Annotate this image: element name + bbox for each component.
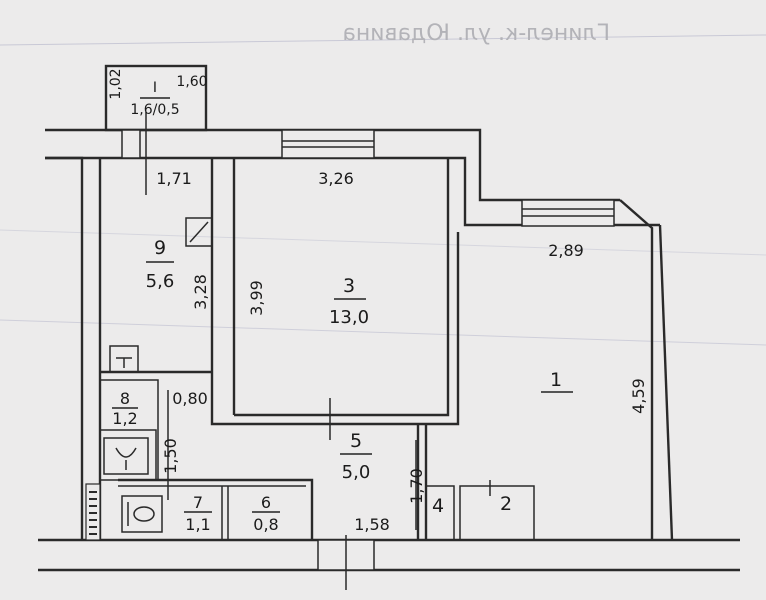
room-2-number: 2 xyxy=(500,493,512,515)
room-labels: 9 5,6 3 13,0 1 5 5,0 8 1,2 7 1,1 6 0,8 4… xyxy=(112,237,573,534)
balcony-depth-dim: 1,02 xyxy=(108,68,124,99)
room-3-number: 3 xyxy=(343,275,355,297)
room3-width-dim: 3,26 xyxy=(318,169,354,188)
kitchen-depth-dim: 3,28 xyxy=(191,274,210,310)
washbasin-icon xyxy=(103,437,149,475)
room-6-number: 6 xyxy=(261,493,271,512)
ruled-line xyxy=(0,34,766,46)
room-6-area: 0,8 xyxy=(253,515,278,534)
sink-icon xyxy=(109,345,139,373)
corridor-small-dim: 0,80 xyxy=(172,389,208,408)
room1-width-dim: 2,89 xyxy=(548,241,584,260)
window-room3 xyxy=(281,129,375,159)
fixtures xyxy=(103,217,331,533)
room-8-area: 1,2 xyxy=(112,409,137,428)
balcony-door xyxy=(121,129,141,159)
balcony-area: 1,6/0,5 xyxy=(130,102,179,118)
room-7-number: 7 xyxy=(193,493,203,512)
bleed-through-text: Глинел-к. ул. Юдавина xyxy=(342,21,610,46)
window-room1 xyxy=(521,199,615,227)
hall-width-dim: 1,58 xyxy=(354,515,390,534)
interior-walls xyxy=(85,158,535,541)
windows xyxy=(121,129,615,227)
room1-depth-dim: 4,59 xyxy=(629,378,648,414)
room-3-area: 13,0 xyxy=(329,307,369,328)
balcony: I 1,6/0,5 1,60 1,02 xyxy=(104,64,208,195)
dimension-labels: 1,71 3,28 3,26 3,99 2,89 4,59 0,80 1,50 … xyxy=(156,169,648,534)
balcony-width-dim: 1,60 xyxy=(176,74,207,90)
balcony-number: I xyxy=(153,80,157,96)
kitchen-width-dim: 1,71 xyxy=(156,169,192,188)
stove-icon xyxy=(185,217,213,247)
room-5-number: 5 xyxy=(350,430,362,452)
ruled-line xyxy=(0,319,766,346)
toilet-icon xyxy=(121,495,163,533)
room-4-number: 4 xyxy=(432,495,444,517)
hall-depth-dim: 1,70 xyxy=(407,468,426,504)
room-7-area: 1,1 xyxy=(185,515,210,534)
room3-depth-dim: 3,99 xyxy=(247,280,266,316)
room-5-area: 5,0 xyxy=(342,462,371,483)
ruled-line xyxy=(0,229,766,256)
wc-depth-dim: 1,50 xyxy=(161,438,180,474)
room-9-number: 9 xyxy=(154,237,166,259)
room-9-area: 5,6 xyxy=(146,271,175,292)
room-8-number: 8 xyxy=(120,389,130,408)
room-1-number: 1 xyxy=(550,369,562,391)
